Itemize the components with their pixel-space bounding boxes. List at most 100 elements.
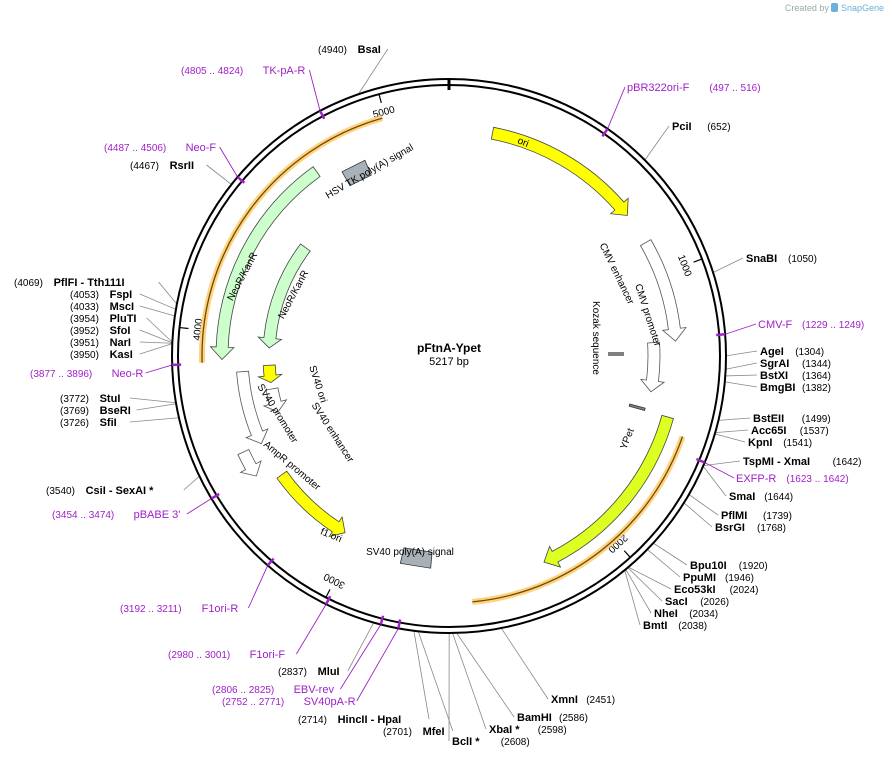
site-name-nhei: NheI [654,608,678,620]
site-name-bstxi: BstXI [760,370,788,382]
primer-mark-cmv-f [716,333,726,337]
primer-leader-line [219,146,238,178]
site-leader-line [139,343,173,355]
site-name-bpu10i: Bpu10I [690,560,727,572]
site-leader-line [139,305,176,317]
tick-5000 [378,94,382,104]
site-leader-line [413,630,430,720]
site-leader-line [129,397,177,404]
feature-label-ori: ori [516,135,530,149]
site-leader-line [644,125,670,161]
primer-name-neo-f: Neo-F [186,142,217,154]
site-position: (1537) [800,426,829,437]
tick-4000 [179,326,189,330]
site-name-xbai: XbaI * [489,724,520,736]
site-position: (4053) [70,290,99,301]
site-name-sfii: SfiI [100,417,117,429]
site-position: (2038) [678,621,707,632]
site-position: (2598) [538,725,567,736]
site-leader-line [347,622,375,672]
site-name-snabi: SnaBI [746,253,777,265]
primer-range: (1623 .. 1642) [786,474,848,485]
primer-range: (4805 .. 4824) [181,66,243,77]
primer-name-ebv-rev: EBV-rev [294,684,335,696]
site-leader-line [724,381,758,388]
tick-2000 [623,550,631,558]
feature-label-cmv-promoter: CMV promoter [632,283,663,349]
plasmid-length: 5217 bp [429,356,469,368]
primer-range: (2806 .. 2825) [212,685,274,696]
feature-label-sv40-polya: SV40 poly(A) signal [366,547,454,558]
site-position: (1364) [802,371,831,382]
site-leader-line [725,350,758,357]
site-position: (1382) [802,383,831,394]
primer-name-f1ori-f: F1ori-F [250,649,286,661]
site-position: (1768) [757,523,786,534]
site-position: (3726) [60,418,89,429]
primer-name-cmv-f: CMV-F [758,319,793,331]
site-name-bamhi: BamHI [517,712,552,724]
site-position: (4069) [14,278,43,289]
site-leader-line [718,417,751,421]
feature-neor-kanr-arrow [209,166,321,361]
site-leader-lines [129,48,758,742]
snapgene-logo-icon [831,3,839,12]
feature-cmv-enhancer-arrow [639,239,687,342]
primer-marks [172,110,726,629]
site-position: (652) [707,122,730,133]
site-leader-line [725,362,758,370]
feature-kozak-sequence-box [628,403,646,412]
site-position: (3540) [46,486,75,497]
site-position: (4033) [70,302,99,313]
feature-label-sv40-ori: SV40 ori [306,364,328,404]
primer-name-exfp-r: EXFP-R [736,473,776,485]
primer-range: (3877 .. 3896) [30,369,92,380]
kozak-marker [608,352,624,356]
primer-leader-line [704,462,735,479]
site-name-kasi: KasI [110,349,133,361]
site-name-mfei: MfeI [423,726,445,738]
orf-arc-line [201,117,383,363]
site-position: (4940) [318,45,347,56]
primer-range: (4487 .. 4506) [104,143,166,154]
primer-mark-tk-pa-r [318,110,326,120]
primer-range: (2980 .. 3001) [168,650,230,661]
site-position: (1946) [725,573,754,584]
primer-leader-line [340,624,382,690]
site-name-rsrii: RsrII [170,160,194,172]
site-position: (3952) [70,326,99,337]
site-name-msci: MscI [110,301,134,313]
site-name-acc65i: Acc65I [751,425,786,437]
primer-name-neo-r: Neo-R [112,368,144,380]
site-name-nari: NarI [110,337,131,349]
site-name-bsteii: BstEII [753,413,784,425]
site-position: (3951) [70,338,99,349]
site-position: (1920) [739,561,768,572]
feature-cmv-promoter-arrow [639,341,666,393]
site-labels: (4940)BsaIPciI(652)SnaBI(1050)AgeI(1304)… [14,44,862,748]
site-leader-line [647,549,681,578]
site-position: (3772) [60,394,89,405]
site-name-pluti: PluTI [110,313,137,325]
feature-label-ypet: YPet [619,427,637,451]
site-leader-line [624,570,641,626]
site-name-xmni: XmnI [551,694,578,706]
site-name-mlui: MluI [318,666,340,678]
site-position: (1739) [763,511,792,522]
primer-name-tk-pa-r: TK-pA-R [263,65,306,77]
site-leader-line [206,164,232,185]
primer-mark-exfp-r [695,457,706,464]
site-leader-line [627,567,663,602]
site-position: (2026) [700,597,729,608]
feature-sv40-ori-arrow [256,364,284,383]
primer-leader-line [145,364,173,374]
primer-leader-line [247,565,269,609]
site-position: (1304) [795,347,824,358]
primer-range: (3192 .. 3211) [120,604,182,615]
created-by-text: Created by [784,3,829,13]
header: Created by SnapGene [785,3,884,13]
site-leader-line [702,465,727,497]
tick-1000 [693,258,703,263]
site-leader-line [357,48,389,95]
